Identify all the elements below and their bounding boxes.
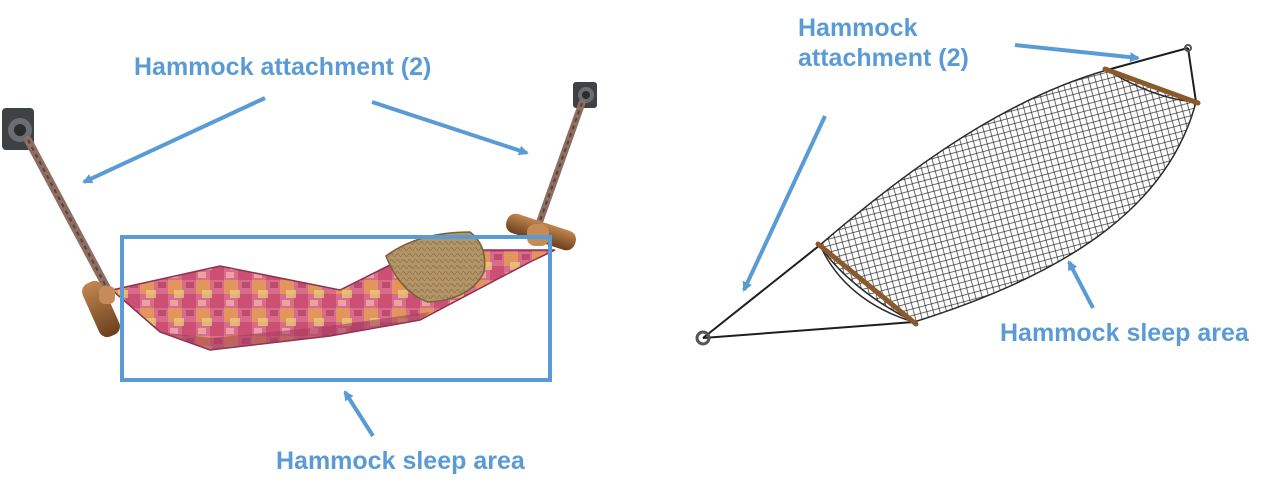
right-attachment-label: Hammock attachment (2)	[798, 13, 998, 73]
right-rope-icon	[532, 99, 586, 236]
right-sleep-area-label: Hammock sleep area	[1000, 319, 1249, 347]
right-attachment-arrow-2	[742, 115, 827, 292]
right-hammock-illustration	[695, 44, 1201, 346]
left-attachment-arrow-1	[82, 96, 266, 184]
right-sleep-arrow	[1067, 260, 1095, 309]
net-spreader-bar-top	[1102, 66, 1201, 106]
left-sleep-area-box	[120, 235, 552, 382]
left-spreader-bar	[82, 280, 120, 338]
left-wall-mount-icon	[2, 108, 34, 150]
left-attachment-label: Hammock attachment (2)	[134, 53, 432, 81]
left-hammock-illustration	[2, 82, 597, 351]
net-spreader-bar-bottom	[815, 241, 919, 327]
left-sleep-area-label: Hammock sleep area	[276, 447, 525, 475]
left-rope-icon	[24, 136, 112, 294]
left-sleep-arrow	[343, 390, 375, 438]
right-attachment-arrow-1	[1014, 43, 1140, 63]
right-attachment-label-line1: Hammock	[798, 14, 918, 42]
eyelet-icon	[695, 44, 1192, 346]
right-attachment-label-line2: attachment (2)	[798, 44, 969, 72]
right-hammock-net	[819, 69, 1197, 323]
left-attachment-arrow-2	[371, 100, 529, 156]
